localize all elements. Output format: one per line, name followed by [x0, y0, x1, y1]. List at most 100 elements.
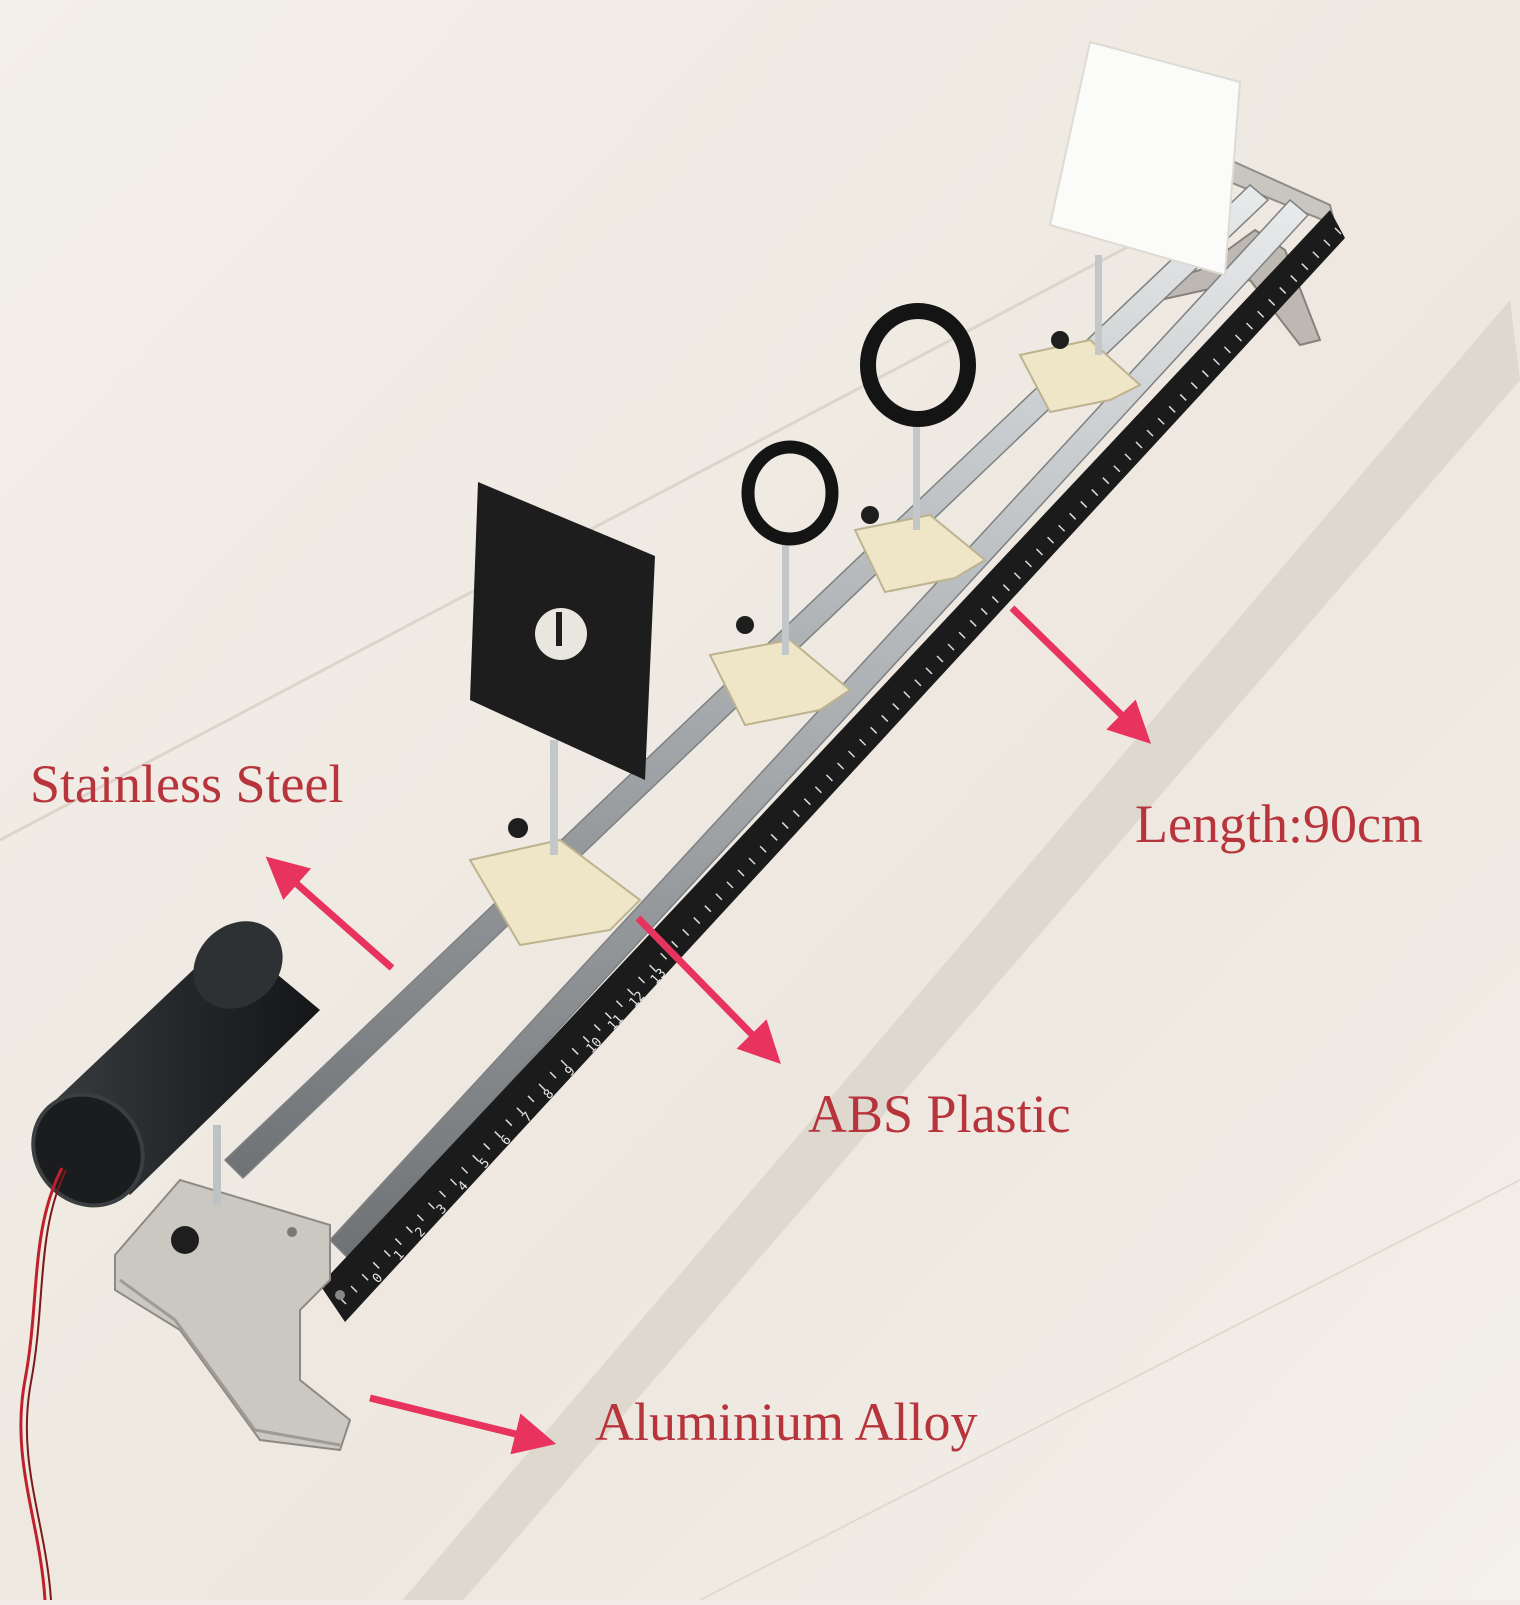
- ruler-tick: [1058, 524, 1066, 532]
- ruler-tick: [1246, 322, 1254, 330]
- ruler-tick: [781, 821, 789, 829]
- arrow-abs-plastic: [635, 915, 781, 1065]
- abs-plastic-carrier-2: [708, 540, 852, 727]
- ruler-tick: [538, 1083, 546, 1091]
- ruler-tick: [1091, 489, 1099, 497]
- ruler-tick: [726, 881, 734, 889]
- ruler-tick: [1135, 441, 1143, 449]
- ruler-tick: [1069, 512, 1077, 520]
- ruler-tick: [693, 917, 701, 925]
- ruler-tick: [969, 619, 977, 627]
- ruler-tick: [947, 643, 955, 651]
- ruler-tick: [671, 940, 679, 948]
- ruler-tick: [1201, 370, 1209, 378]
- ruler-tick: [1268, 298, 1276, 306]
- arrow-length: [1009, 605, 1152, 744]
- ruler-tick: [1190, 382, 1198, 390]
- ruler-tick: [958, 631, 966, 639]
- arrow-aluminium-alloy: [369, 1394, 557, 1455]
- ruler-tick: [516, 1107, 524, 1115]
- bench-shadow: [398, 300, 1520, 1605]
- ruler-tick: [1323, 239, 1331, 247]
- ruler-tick: [361, 1273, 369, 1281]
- ruler-tick: [593, 1024, 601, 1032]
- ruler-tick: [914, 679, 922, 687]
- ruler-tick: [870, 726, 878, 734]
- ruler-tick: [792, 810, 800, 818]
- ruler-tick: [1334, 227, 1342, 235]
- ruler-tick: [649, 964, 657, 972]
- ruler-tick: [483, 1142, 491, 1150]
- label-length: Length:90cm: [1135, 794, 1423, 854]
- base-knob: [171, 1226, 199, 1254]
- ruler-tick: [450, 1178, 458, 1186]
- ruler-tick: [660, 952, 668, 960]
- ruler-tick: [560, 1059, 568, 1067]
- ruler-tick: [892, 703, 900, 711]
- ruler-tick: [505, 1119, 513, 1127]
- ruler-tick: [626, 988, 634, 996]
- ruler-tick: [549, 1071, 557, 1079]
- ruler-screw: [335, 1290, 345, 1300]
- floor-tile-seam-2: [699, 1179, 1520, 1601]
- ruler-tick: [1047, 536, 1055, 544]
- ruler-tick: [748, 857, 756, 865]
- ruler-tick: [1312, 251, 1320, 259]
- ruler-ticks: [339, 227, 1342, 1305]
- ruler-tick: [383, 1249, 391, 1257]
- ruler-tick: [1179, 393, 1187, 401]
- ruler-tick: [803, 798, 811, 806]
- ruler-tick: [1234, 334, 1243, 342]
- ruler-tick: [405, 1226, 413, 1234]
- ruler-tick: [582, 1035, 590, 1043]
- ruler-tick: [1290, 275, 1298, 283]
- arrow-stainless-steel: [265, 856, 395, 971]
- ruler-tick: [1301, 263, 1309, 271]
- ruler-tick: [1124, 453, 1132, 461]
- ruler-tick: [848, 750, 856, 758]
- abs-plastic-carrier-3: [853, 420, 987, 594]
- ruler-tick: [881, 714, 889, 722]
- ruler-tick: [350, 1285, 358, 1293]
- ruler-tick: [682, 928, 690, 936]
- ruler-tick: [991, 596, 999, 604]
- ruler-tick: [759, 845, 767, 853]
- large-lens-holder: [860, 303, 976, 427]
- label-stainless-steel: Stainless Steel: [30, 754, 344, 814]
- light-source-lamp: [19, 921, 320, 1601]
- label-aluminium-alloy: Aluminium Alloy: [595, 1392, 978, 1452]
- ruler-tick: [571, 1047, 579, 1055]
- ruler-tick: [903, 691, 911, 699]
- ruler-tick: [936, 655, 944, 663]
- ruler-tick: [1080, 500, 1088, 508]
- ruler-tick: [925, 667, 933, 675]
- ruler-tick: [1223, 346, 1231, 354]
- white-projection-screen: [1048, 40, 1242, 277]
- front-aluminium-base: [114, 1178, 352, 1452]
- ruler-tick: [394, 1238, 402, 1246]
- ruler-tick: [472, 1154, 480, 1162]
- ruler-tick: [1035, 548, 1044, 556]
- ruler-tick: [1002, 584, 1010, 592]
- base-screw-1: [287, 1227, 297, 1237]
- ruler-tick: [527, 1095, 535, 1103]
- ruler-tick: [836, 762, 845, 770]
- ruler-tick: [637, 976, 646, 984]
- ruler-tick: [825, 774, 833, 782]
- ruler-tick: [1279, 286, 1287, 294]
- ruler-tick: [859, 738, 867, 746]
- ruler-tick: [1157, 417, 1165, 425]
- ruler-tick: [814, 786, 822, 794]
- ruler-tick: [1113, 465, 1121, 473]
- ruler-tick: [494, 1131, 502, 1139]
- ruler-tick: [1102, 477, 1110, 485]
- ruler-tick: [704, 905, 712, 913]
- ruler-tick: [416, 1214, 424, 1222]
- ruler-tick: [604, 1012, 612, 1020]
- ruler-tick: [438, 1190, 447, 1198]
- ruler-tick: [615, 1000, 623, 1008]
- abs-plastic-carrier-4: [1018, 255, 1142, 414]
- abs-plastic-carrier-1: [468, 740, 642, 947]
- ruler-tick: [1168, 405, 1176, 413]
